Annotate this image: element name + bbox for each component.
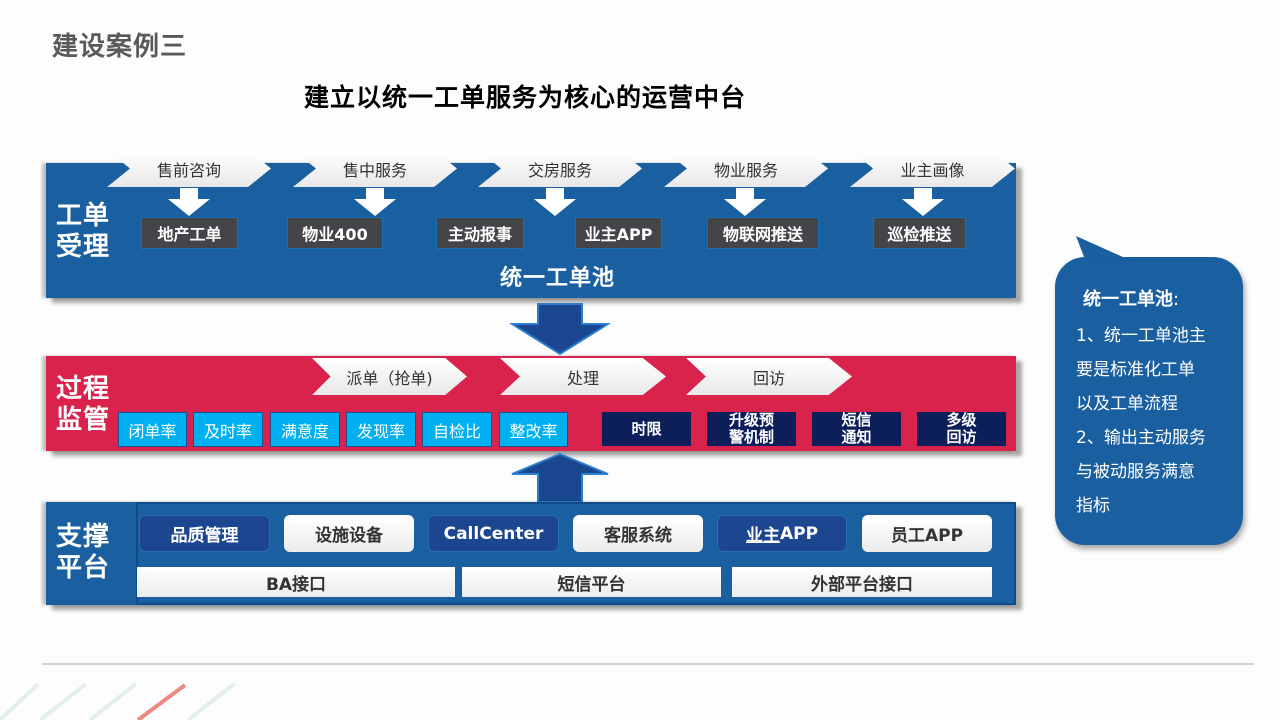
mechanism-box: 多级回访 xyxy=(917,412,1006,446)
stage-label: 售中服务 xyxy=(342,160,407,180)
down-arrow-icon xyxy=(534,188,576,216)
stage-chevron: 售前咨询 xyxy=(107,150,271,187)
mechanism-line: 警机制 xyxy=(728,428,774,446)
mechanism-box: 短信通知 xyxy=(812,412,901,446)
support-label: 支撑 平台 xyxy=(56,522,110,584)
metric-box: 及时率 xyxy=(193,412,263,447)
support-label-line1: 支撑 xyxy=(56,522,111,552)
stage-label: 交房服务 xyxy=(527,160,592,180)
supervision-label: 过程 监管 xyxy=(56,374,110,436)
big-down-arrow-icon xyxy=(510,303,610,356)
down-arrow-icon xyxy=(724,188,766,216)
metric-box: 整改率 xyxy=(499,412,568,447)
system-box: 客服系统 xyxy=(573,515,703,552)
down-arrow-icon xyxy=(902,188,944,216)
mechanism-line: 多级 xyxy=(946,411,977,429)
down-arrow-icon xyxy=(168,188,210,216)
process-step-chevron: 派单（抢单) xyxy=(312,358,467,395)
callout-line: 要是标准化工单 xyxy=(1076,360,1195,380)
unified-pool-label: 统一工单池 xyxy=(500,266,616,291)
callout-line: 1、统一工单池主 xyxy=(1076,326,1206,346)
process-step-label: 回访 xyxy=(752,368,785,388)
interface-box: 外部平台接口 xyxy=(732,567,992,597)
system-box: 员工APP xyxy=(862,515,992,552)
decorative-stripes-icon xyxy=(0,682,236,720)
stage-chevron: 交房服务 xyxy=(478,150,642,187)
callout-line: 指标 xyxy=(1076,496,1110,516)
process-step-chevron: 回访 xyxy=(686,358,852,395)
channel-box: 物业400 xyxy=(287,217,383,249)
down-arrow-icon xyxy=(354,188,396,216)
system-label-rest: APP xyxy=(779,523,819,544)
big-up-arrow-icon xyxy=(511,452,609,502)
channel-box: 业主APP xyxy=(575,217,662,249)
interface-box: BA接口 xyxy=(137,567,455,597)
stage-chevron: 物业服务 xyxy=(664,150,828,187)
callout-bubble: 统一工单池: 1、统一工单池主 要是标准化工单 以及工单流程 2、输出主动服务 … xyxy=(1055,257,1243,545)
mechanism-line: 时限 xyxy=(631,419,662,438)
system-box: CallCenter xyxy=(428,515,559,552)
supervision-label-line2: 监管 xyxy=(56,405,111,435)
metric-box: 满意度 xyxy=(270,412,340,447)
channel-box: 物联网推送 xyxy=(707,217,819,249)
callout-tail-icon xyxy=(1076,236,1134,262)
mechanism-line: 升级预 xyxy=(728,411,774,429)
mechanism-line: 通知 xyxy=(841,428,872,446)
system-box: 设施设备 xyxy=(284,515,414,552)
stage-chevron: 售中服务 xyxy=(293,150,457,187)
channel-box: 地产工单 xyxy=(141,217,238,249)
mechanism-box: 升级预警机制 xyxy=(707,412,796,446)
callout-line: 2、输出主动服务 xyxy=(1076,428,1206,448)
support-label-line2: 平台 xyxy=(56,553,111,583)
stage-chevron: 业主画像 xyxy=(850,150,1015,187)
callout-colon: : xyxy=(1173,289,1180,310)
interface-box: 短信平台 xyxy=(462,567,721,597)
callout-title-text: 统一工单池 xyxy=(1083,289,1173,310)
stage-label: 业主画像 xyxy=(900,160,965,180)
stage-label: 物业服务 xyxy=(713,160,778,180)
mechanism-box: 时限 xyxy=(602,412,691,446)
intake-label: 工单 受理 xyxy=(56,201,110,263)
channel-box: 主动报事 xyxy=(436,217,524,249)
metric-box: 闭单率 xyxy=(118,412,187,447)
footer-divider xyxy=(42,663,1254,665)
callout-title: 统一工单池: xyxy=(1083,285,1233,311)
process-step-label: 处理 xyxy=(566,368,599,388)
metric-box: 自检比 xyxy=(422,412,492,447)
process-step-chevron: 处理 xyxy=(500,358,666,395)
channel-box: 巡检推送 xyxy=(873,217,966,249)
metric-box: 发现率 xyxy=(346,412,416,447)
system-label-underlined: 业主 xyxy=(745,526,780,546)
supervision-label-line1: 过程 xyxy=(56,374,111,404)
process-step-label: 派单（抢单) xyxy=(346,368,433,388)
support-inner-frame xyxy=(136,502,1016,605)
mechanism-line: 短信 xyxy=(841,411,872,429)
callout-line: 以及工单流程 xyxy=(1076,394,1178,414)
main-title: 建立以统一工单服务为核心的运营中台 xyxy=(304,83,747,112)
system-box: 品质管理 xyxy=(139,515,270,552)
stage-label: 售前咨询 xyxy=(156,160,221,180)
intake-label-line2: 受理 xyxy=(56,232,111,262)
mechanism-line: 回访 xyxy=(946,428,977,446)
intake-label-line1: 工单 xyxy=(56,201,111,231)
page-title: 建设案例三 xyxy=(52,32,188,62)
callout-line: 与被动服务满意 xyxy=(1076,462,1195,482)
